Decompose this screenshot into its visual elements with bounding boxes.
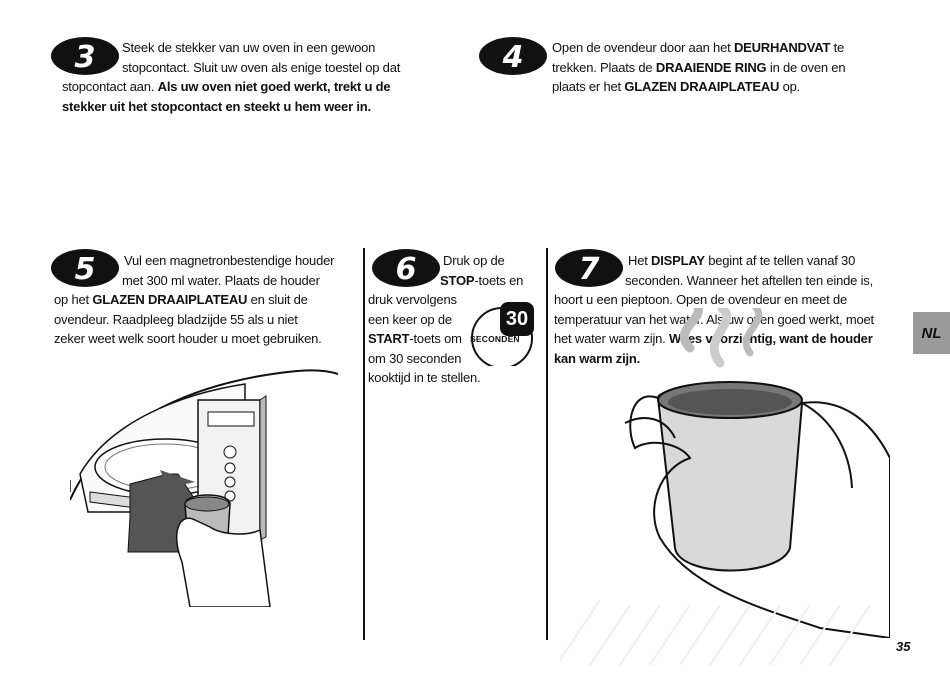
- step-4-badge: 4: [478, 36, 548, 76]
- step-3-text: Steek de stekker van uw oven in een gewo…: [62, 38, 432, 116]
- step-4-text: Open de ovendeur door aan het DEURHANDVA…: [552, 38, 892, 97]
- step-6-line-3: druk vervolgens: [368, 292, 457, 307]
- step-3-badge: 3: [50, 36, 120, 76]
- step-5-badge: 5: [50, 248, 120, 288]
- step-6-line-7: kooktijd in te stellen.: [368, 370, 481, 385]
- step-4-number: 4: [502, 40, 524, 75]
- step-5-line-4: ovendeur. Raadpleeg bladzijde 55 als u n…: [54, 311, 298, 327]
- step-7-line-1c: begint af te tellen vanaf 30: [704, 253, 856, 268]
- step-5-line-5: zeker weet welk soort houder u moet gebr…: [54, 331, 322, 346]
- step-6-text: Druk op de STOP-toets en druk vervolgens…: [368, 251, 538, 388]
- step-4-line-3c: op.: [779, 79, 801, 94]
- step-4-line-2a: trekken. Plaats de: [552, 59, 656, 75]
- column-divider-left: [363, 248, 365, 640]
- step-5-line-3a: op het: [54, 292, 93, 307]
- door-handle-label: DEURHANDVAT: [733, 40, 831, 55]
- page-number: 35: [896, 639, 911, 654]
- step-3-number: 3: [75, 40, 96, 75]
- step-7-line-6: kan warm zijn.: [554, 350, 641, 366]
- step-3-line-4: stekker uit het stopcontact en steekt u …: [62, 98, 371, 114]
- step-7-badge: 7: [554, 248, 624, 288]
- step-6-line-5b: -toets om: [409, 331, 462, 346]
- thirty-seconds-number: 30: [500, 302, 534, 336]
- step-4-line-2c: in de oven en: [766, 59, 846, 75]
- step-6-line-6: om 30 seconden: [368, 350, 462, 366]
- step-5-line-1: Vul een magnetronbestendige houder: [124, 253, 335, 268]
- step-6-number: 6: [396, 252, 417, 287]
- step-3-line-3b: Als uw oven niet goed werkt, trekt u de: [157, 79, 391, 94]
- step-3-line-1: Steek de stekker van uw oven in een gewo…: [122, 40, 376, 55]
- display-label: DISPLAY: [651, 253, 705, 268]
- step-6-badge: 6: [371, 248, 441, 288]
- step-5-text: Vul een magnetronbestendige houder met 3…: [54, 251, 354, 349]
- step-4-line-1c: te: [830, 40, 845, 55]
- glass-turntable-label-2: GLAZEN DRAAIPLATEAU: [92, 292, 248, 307]
- step-7-line-3: hoort u een pieptoon. Open de ovendeur e…: [554, 292, 848, 307]
- step-5-line-3c: en sluit de: [247, 292, 308, 307]
- step-7-number: 7: [579, 252, 600, 287]
- rotating-ring-label: DRAAIENDE RING: [655, 59, 767, 75]
- step-7-line-5a: het water warm zijn.: [554, 331, 670, 346]
- column-divider-right: [546, 248, 548, 640]
- microwave-illustration: [70, 362, 360, 607]
- glass-turntable-label: GLAZEN DRAAIPLATEAU: [624, 79, 780, 94]
- stop-key-label: STOP: [440, 272, 475, 288]
- step-7-line-2: seconden. Wanneer het aftellen ten einde…: [625, 272, 874, 288]
- step-4-line-3a: plaats er het: [552, 79, 625, 94]
- thirty-seconds-label: SECONDEN: [470, 334, 520, 344]
- step-4-line-1a: Open de ovendeur door aan het: [552, 40, 734, 55]
- hand-holding-hot-cup-illustration: [590, 308, 890, 638]
- background-watermark: [559, 590, 890, 670]
- step-7-line-1a: Het: [628, 253, 652, 268]
- step-5-line-2: met 300 ml water. Plaats de houder: [122, 272, 320, 288]
- step-3-line-2: stopcontact. Sluit uw oven als enige toe…: [122, 59, 401, 75]
- step-6-line-1: Druk op de: [443, 253, 505, 268]
- step-5-number: 5: [75, 252, 96, 287]
- language-tab: NL: [913, 312, 950, 354]
- step-3-line-3a: stopcontact aan.: [62, 79, 158, 94]
- step-6-line-4: een keer op de: [368, 311, 452, 327]
- step-6-line-2b: -toets en: [474, 272, 524, 288]
- step-7-line-4: temperatuur van het water. Als uw oven g…: [554, 311, 874, 327]
- start-key-label: START: [368, 331, 410, 346]
